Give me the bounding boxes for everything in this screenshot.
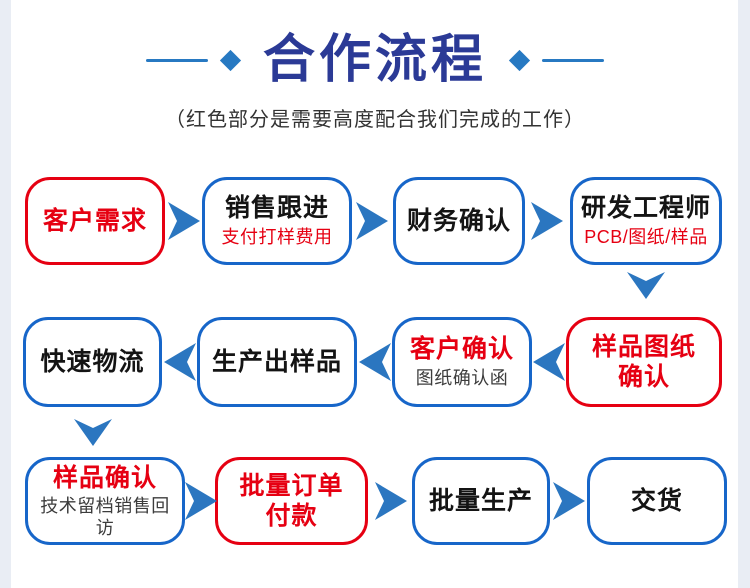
arrow-left-icon [164,343,196,381]
arrow-right-icon [356,202,388,240]
step-title: 快速物流 [40,347,145,376]
step-subtitle: 图纸确认函 [415,367,509,388]
step-title: 样品确认 [52,463,157,492]
arrow-right-icon [553,482,585,520]
flow-step-fast-logistics: 快速物流 [23,317,162,407]
arrow-down-icon [627,272,665,299]
flow-step-sample-drawing-confirm: 样品图纸 确认 [566,317,722,407]
step-title: 销售跟进 [224,194,329,223]
left-margin-strip [0,0,11,588]
flow-step-customer-confirm: 客户确认 图纸确认函 [392,317,532,407]
step-subtitle: 技术留档销售回访 [40,496,170,538]
step-title: 研发工程师 [580,194,711,223]
page-subtitle: （红色部分是需要高度配合我们完成的工作） [165,109,585,131]
arrow-right-icon [168,202,200,240]
flow-step-finance-confirm: 财务确认 [393,177,525,265]
flow-step-mass-production: 批量生产 [412,457,550,545]
flow-step-customer-demand: 客户需求 [25,177,165,265]
arrow-right-icon [531,202,563,240]
flow-step-bulk-order-payment: 批量订单 付款 [215,457,368,545]
arrow-down-icon [74,419,112,446]
step-title: 交货 [630,486,683,515]
flow-step-delivery: 交货 [587,457,727,545]
flow-step-sample-confirm: 样品确认 技术留档销售回访 [25,457,185,545]
flow-step-produce-sample: 生产出样品 [197,317,357,407]
arrow-right-icon [375,482,407,520]
step-title: 生产出样品 [211,347,342,376]
step-title: 客户确认 [409,335,514,364]
flow-step-sales-follow-up: 销售跟进 支付打样费用 [202,177,352,265]
step-title: 客户需求 [42,206,147,235]
diamond-icon [219,49,242,71]
step-subtitle: PCB/图纸/样品 [584,226,708,247]
arrow-left-icon [533,343,565,381]
title-block: 合作流程 [0,22,750,98]
diamond-icon [508,49,531,71]
right-margin-strip [738,0,750,588]
step-subtitle: 支付打样费用 [221,226,333,247]
title-rule-left [145,58,208,62]
step-title: 批量订单 付款 [239,471,344,531]
arrow-left-icon [359,343,391,381]
page-title: 合作流程 [262,31,487,89]
title-rule-right [542,58,604,62]
step-title: 批量生产 [428,486,533,515]
step-title: 财务确认 [406,206,511,235]
step-title: 样品图纸 确认 [591,332,696,392]
arrow-right-icon [185,482,217,520]
flow-step-rd-engineer: 研发工程师 PCB/图纸/样品 [570,177,722,265]
